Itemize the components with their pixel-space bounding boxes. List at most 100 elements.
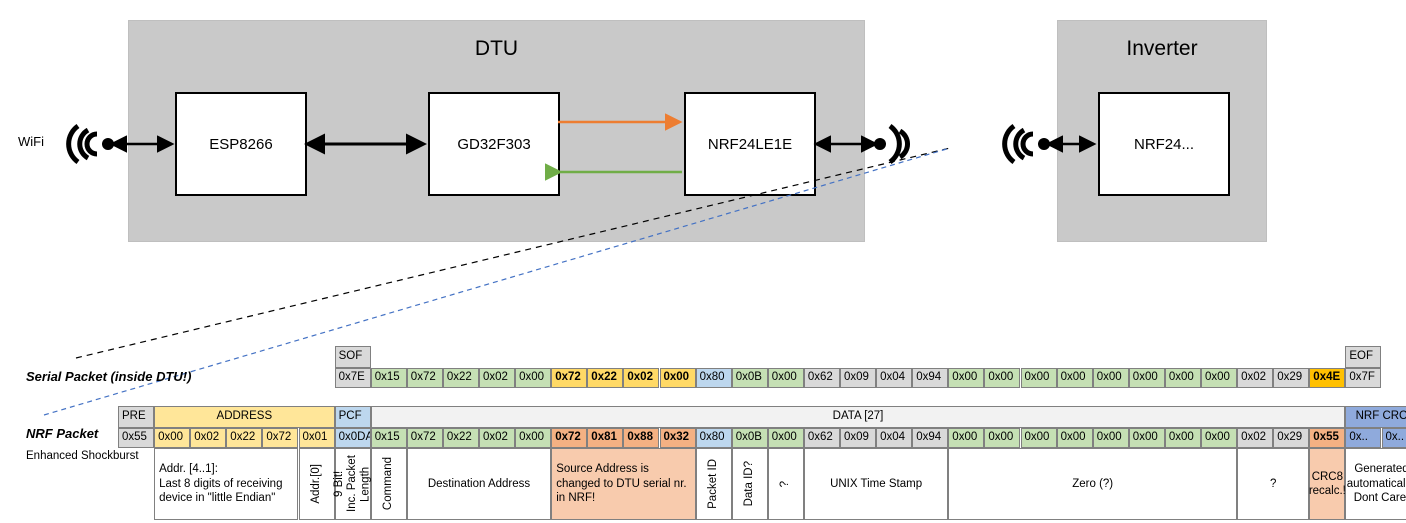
nrf-byte-cell: 0x00 xyxy=(948,428,985,448)
description-cell: ? xyxy=(767,448,804,520)
serial-byte-cell: 0x29 xyxy=(1273,368,1310,388)
nrf-byte-cell: 0x55 xyxy=(1309,428,1346,448)
serial-byte-cell: 0x00 xyxy=(1092,368,1129,388)
description-text: Generated automatically. Dont Care! xyxy=(1346,463,1406,505)
description-text: Addr. [4..1]:Last 8 digits of receiving … xyxy=(159,463,283,505)
description-text: Packet ID xyxy=(707,459,720,509)
description-cell: CRC8 recalc.! xyxy=(1308,448,1346,520)
serial-header-cell: SOF xyxy=(334,346,371,368)
serial-byte-cell: 0x22 xyxy=(587,368,624,388)
description-text: CRC8 recalc.! xyxy=(1308,470,1346,497)
description-text: Data ID? xyxy=(743,461,756,507)
serial-byte-cell: 0x02 xyxy=(623,368,660,388)
nrf-byte-cell: 0x00 xyxy=(984,428,1021,448)
serial-byte-cell: 0x4E xyxy=(1309,368,1346,388)
description-cell: Packet ID xyxy=(695,448,732,520)
nrf-byte-cell: 0x94 xyxy=(912,428,949,448)
nrf-byte-cell: 0x01 xyxy=(298,428,335,448)
chip-nrf24: NRF24... xyxy=(1098,92,1230,196)
nrf-byte-cell: 0x55 xyxy=(118,428,155,448)
nrf-byte-cell: 0x15 xyxy=(370,428,407,448)
serial-byte-cell: 0x00 xyxy=(948,368,985,388)
serial-byte-cell: 0x22 xyxy=(442,368,479,388)
serial-byte-cell: 0x00 xyxy=(1201,368,1238,388)
description-cell: Data ID? xyxy=(731,448,768,520)
serial-byte-cell: 0x7E xyxy=(334,368,371,388)
nrf-byte-cell: 0x22 xyxy=(442,428,479,448)
serial-header-cell: EOF xyxy=(1345,346,1382,368)
nrf-byte-cell: 0x80 xyxy=(695,428,732,448)
nrf-byte-cell: 0x81 xyxy=(587,428,624,448)
serial-byte-cell: 0x02 xyxy=(479,368,516,388)
nrf-byte-cell: 0x00 xyxy=(154,428,191,448)
description-text: 9 Bit!Inc. Packet Length xyxy=(332,455,372,513)
serial-byte-cell: 0x09 xyxy=(840,368,877,388)
nrf-byte-cell: 0x02 xyxy=(190,428,227,448)
serial-byte-cell: 0x72 xyxy=(406,368,443,388)
description-cell: Source Address is changed to DTU serial … xyxy=(551,448,696,520)
nrf-byte-cell: 0x02 xyxy=(479,428,516,448)
serial-byte-cell: 0x00 xyxy=(515,368,552,388)
description-text: ? xyxy=(779,480,792,488)
serial-byte-cell: 0x0B xyxy=(731,368,768,388)
description-text: Zero (?) xyxy=(1072,477,1114,490)
description-cell: Command xyxy=(370,448,407,520)
serial-byte-cell: 0x00 xyxy=(767,368,804,388)
description-cell: ? xyxy=(1237,448,1310,520)
nrf-packet-label: NRF Packet xyxy=(26,426,99,441)
nrf-byte-cell: 0x22 xyxy=(226,428,263,448)
description-cell: Addr. [4..1]:Last 8 digits of receiving … xyxy=(154,448,299,520)
nrf-byte-cell: 0x00 xyxy=(515,428,552,448)
nrf-byte-cell: 0x72 xyxy=(262,428,299,448)
description-cell: 9 Bit!Inc. Packet Length xyxy=(332,448,372,520)
description-text: UNIX Time Stamp xyxy=(830,477,923,490)
serial-byte-cell: 0x00 xyxy=(1056,368,1093,388)
nrf-byte-cell: 0x.. xyxy=(1381,428,1406,448)
description-cell: Addr.[0] xyxy=(298,448,335,520)
description-text: ? xyxy=(1269,477,1277,490)
serial-byte-cell: 0x62 xyxy=(803,368,840,388)
nrf-byte-cell: 0x.. xyxy=(1345,428,1382,448)
nrf-header-cell: NRF CRC xyxy=(1345,406,1406,428)
serial-byte-cell: 0x80 xyxy=(695,368,732,388)
description-text: Source Address is changed to DTU serial … xyxy=(556,463,687,505)
nrf-byte-cell: 0x32 xyxy=(659,428,696,448)
inverter-title: Inverter xyxy=(1126,37,1198,60)
serial-byte-cell: 0x15 xyxy=(370,368,407,388)
serial-byte-cell: 0x00 xyxy=(1164,368,1201,388)
nrf-header-cell: PCF xyxy=(334,406,371,428)
nrf-byte-cell: 0x00 xyxy=(1020,428,1057,448)
serial-byte-cell: 0x94 xyxy=(912,368,949,388)
nrf-byte-cell: 0x0DA xyxy=(334,428,371,448)
nrf-byte-cell: 0x62 xyxy=(803,428,840,448)
nrf-byte-cell: 0x02 xyxy=(1237,428,1274,448)
description-cell: Destination Address xyxy=(406,448,552,520)
nrf-header-cell: ADDRESS xyxy=(154,406,335,428)
serial-byte-cell: 0x00 xyxy=(1128,368,1165,388)
nrf-byte-cell: 0x72 xyxy=(551,428,588,448)
serial-byte-cell: 0x02 xyxy=(1237,368,1274,388)
nrf-byte-cell: 0x09 xyxy=(840,428,877,448)
nrf-byte-cell: 0x72 xyxy=(406,428,443,448)
inverter-enclosure: Inverter xyxy=(1057,20,1267,242)
nrf-header-cell: DATA [27] xyxy=(370,406,1346,428)
serial-byte-cell: 0x04 xyxy=(876,368,913,388)
serial-byte-cell: 0x72 xyxy=(551,368,588,388)
nrf-byte-cell: 0x00 xyxy=(1128,428,1165,448)
serial-byte-cell: 0x7F xyxy=(1345,368,1382,388)
wifi-label: WiFi xyxy=(18,134,44,149)
serial-byte-cell: 0x00 xyxy=(984,368,1021,388)
nrf-header-cell: PRE xyxy=(118,406,155,428)
nrf-byte-cell: 0x00 xyxy=(1056,428,1093,448)
serial-byte-cell: 0x00 xyxy=(659,368,696,388)
nrf-byte-cell: 0x88 xyxy=(623,428,660,448)
nrf-byte-cell: 0x0B xyxy=(731,428,768,448)
serial-packet-label: Serial Packet (inside DTU!) xyxy=(26,369,192,384)
serial-byte-cell: 0x00 xyxy=(1020,368,1057,388)
nrf-byte-cell: 0x29 xyxy=(1273,428,1310,448)
nrf-byte-cell: 0x00 xyxy=(1201,428,1238,448)
description-text: Addr.[0] xyxy=(309,464,322,504)
nrf-byte-cell: 0x04 xyxy=(876,428,913,448)
description-cell: UNIX Time Stamp xyxy=(803,448,949,520)
